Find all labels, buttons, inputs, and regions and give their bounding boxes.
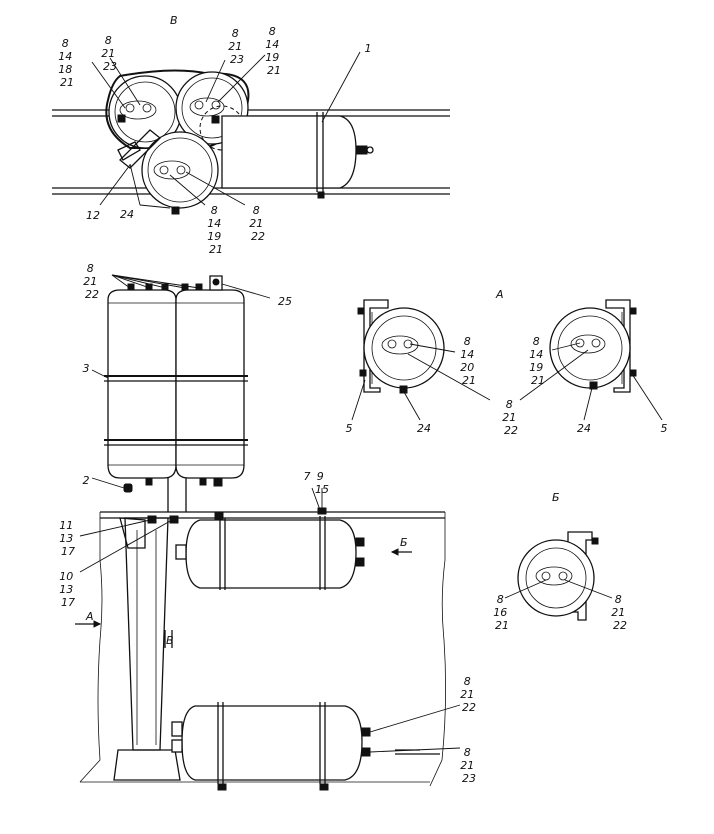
callout-24-top: 24: [120, 208, 134, 221]
callout-group-8-21-23-low: 8 21 23: [460, 746, 478, 785]
callout-25: 25: [278, 295, 292, 308]
view-v-assembly: [52, 69, 450, 215]
callout-group-8-21-23-right: 8 21 23: [228, 27, 246, 66]
arrow-label-a: А: [85, 610, 94, 623]
callout-group-8-21-22-b: 8 21 22: [611, 593, 629, 632]
leaders-view-a: [351, 342, 663, 421]
callout-group-8-21-22-a: 8 21 22: [502, 398, 520, 437]
callout-24-a-left: 24: [417, 422, 431, 435]
callout-group-8-21-22-top: 8 21 22: [249, 204, 267, 243]
leaders-view-v: [91, 51, 361, 209]
callout-group-8-14-19-21-mid: 8 14 19 21: [207, 204, 225, 256]
callout-24-a-right: 24: [577, 422, 591, 435]
view-titles: В А Б Б А В: [85, 14, 560, 647]
callout-group-8-14-18-21: 8 14 18 21: [58, 37, 76, 89]
callout-group-8-21-22-low: 8 21 22: [460, 675, 478, 714]
leaders-main-view: [79, 274, 461, 753]
main-side-view: [75, 275, 446, 791]
arrow-label-b: Б: [400, 536, 408, 549]
cylinder-bank-left: [107, 289, 177, 479]
view-a: [357, 299, 637, 394]
callout-group-9-15: 9 15: [315, 470, 329, 496]
callout-group-10-13-17: 10 13 17: [59, 570, 77, 609]
callout-group-8-14-19-21-top: 8 14 19 21: [265, 25, 283, 77]
view-title-a: А: [495, 288, 504, 301]
view-b-cylinder: [517, 539, 595, 617]
callout-1: 1: [365, 42, 372, 55]
callout-3: 3: [83, 362, 90, 375]
callout-group-8-21-22-bank: 8 21 22: [83, 262, 101, 301]
callout-group-8-16-21: 8 16 21: [493, 593, 511, 632]
leaders-view-b: [504, 579, 613, 599]
cylinder-end-lower: [141, 131, 219, 209]
cylinder-bank-right: [175, 289, 245, 479]
arrow-label-v: В: [166, 634, 174, 647]
callout-5-left: 5: [346, 422, 353, 435]
receiver-1: [221, 115, 357, 189]
view-title-v: В: [170, 14, 178, 27]
receiver-lower: [181, 705, 363, 781]
callout-5-right: 5: [661, 422, 668, 435]
callout-group-8-14-19-21-a: 8 14 19 21: [529, 335, 547, 387]
callout-12: 12: [86, 209, 100, 222]
callout-7: 7: [304, 470, 311, 483]
callout-group-8-14-20-21: 8 14 20 21: [460, 335, 478, 387]
callout-labels: 1 2 3 5 5 7 12 24 24 24 25 8 14 18 21 8 …: [58, 25, 667, 785]
view-b: [517, 531, 599, 621]
receiver-upper: [185, 519, 357, 589]
callout-2: 2: [83, 474, 90, 487]
callout-group-11-13-17: 11 13 17: [59, 519, 77, 558]
callout-group-8-21-23-left: 8 21 23: [101, 34, 119, 73]
view-a-cylinder-right: [549, 307, 631, 389]
view-title-b: Б: [552, 491, 560, 504]
